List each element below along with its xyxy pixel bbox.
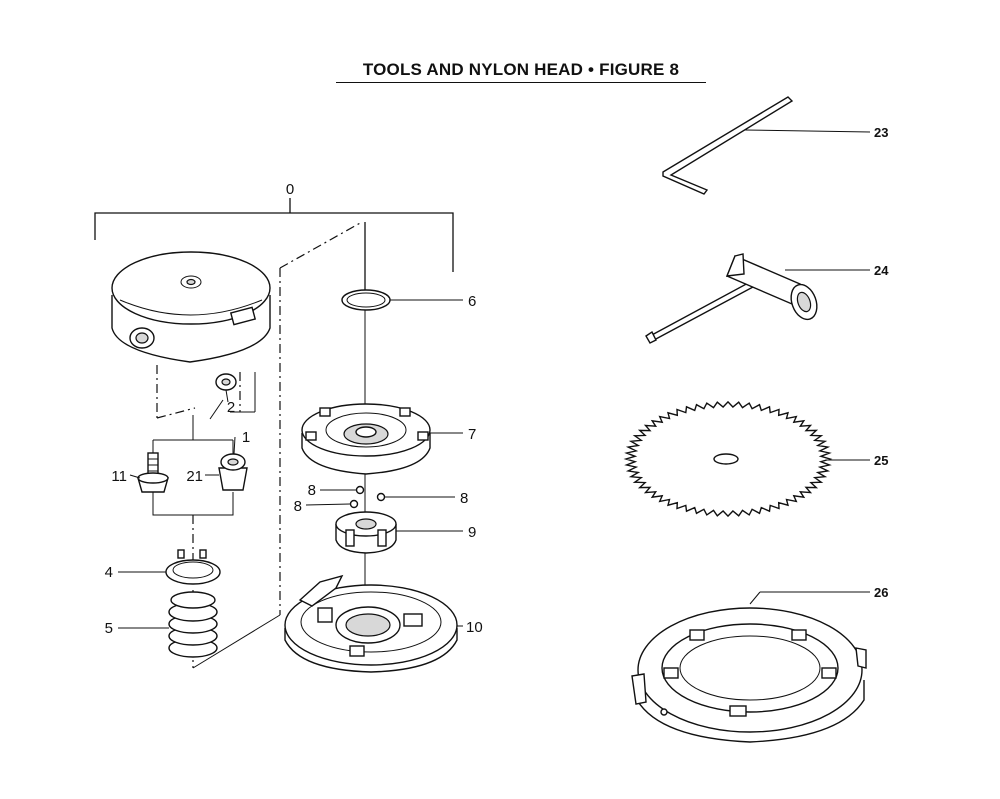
- part-7-spool-hub: [301, 403, 431, 475]
- callout-8-upper: 8: [308, 482, 316, 499]
- title-underline: [336, 82, 706, 83]
- part-26-guard-ring: [631, 607, 867, 743]
- callout-11: 11: [111, 468, 127, 485]
- callout-6: 6: [468, 293, 476, 310]
- callout-2: 2: [227, 399, 235, 416]
- callout-8-lower: 8: [294, 498, 302, 515]
- assembly-bracket-0: [94, 198, 454, 272]
- callout-10: 10: [466, 619, 483, 636]
- callout-26: 26: [874, 585, 888, 600]
- callout-25: 25: [874, 453, 888, 468]
- callout-5: 5: [105, 620, 113, 637]
- part-23-hex-key: [662, 96, 794, 195]
- part-9-ratchet: [335, 511, 397, 554]
- figure-title: TOOLS AND NYLON HEAD • FIGURE 8: [362, 60, 680, 79]
- callout-4: 4: [105, 564, 113, 581]
- callout-9: 9: [468, 524, 476, 541]
- part-10-base-plate: [284, 574, 458, 673]
- part-5-spring: [168, 591, 218, 658]
- part-21-nut: [218, 453, 248, 491]
- callout-0: 0: [286, 181, 294, 198]
- callout-21: 21: [186, 468, 203, 485]
- head-cover: [111, 251, 271, 363]
- callout-23: 23: [874, 125, 888, 140]
- part-25-saw-blade: [623, 400, 833, 518]
- callout-24: 24: [874, 263, 889, 278]
- part-8-balls: [349, 485, 386, 509]
- callout-1: 1: [242, 429, 250, 446]
- guide-lines-left: [152, 221, 366, 669]
- part-6-o-ring: [341, 289, 391, 311]
- callout-8-right: 8: [460, 490, 468, 507]
- part-11-bolt-nut: [137, 452, 169, 493]
- part-24-spark-plug-wrench: [645, 253, 818, 344]
- part-2-eyelet: [215, 373, 237, 403]
- callout-7: 7: [468, 426, 476, 443]
- leader-lines: [118, 129, 871, 629]
